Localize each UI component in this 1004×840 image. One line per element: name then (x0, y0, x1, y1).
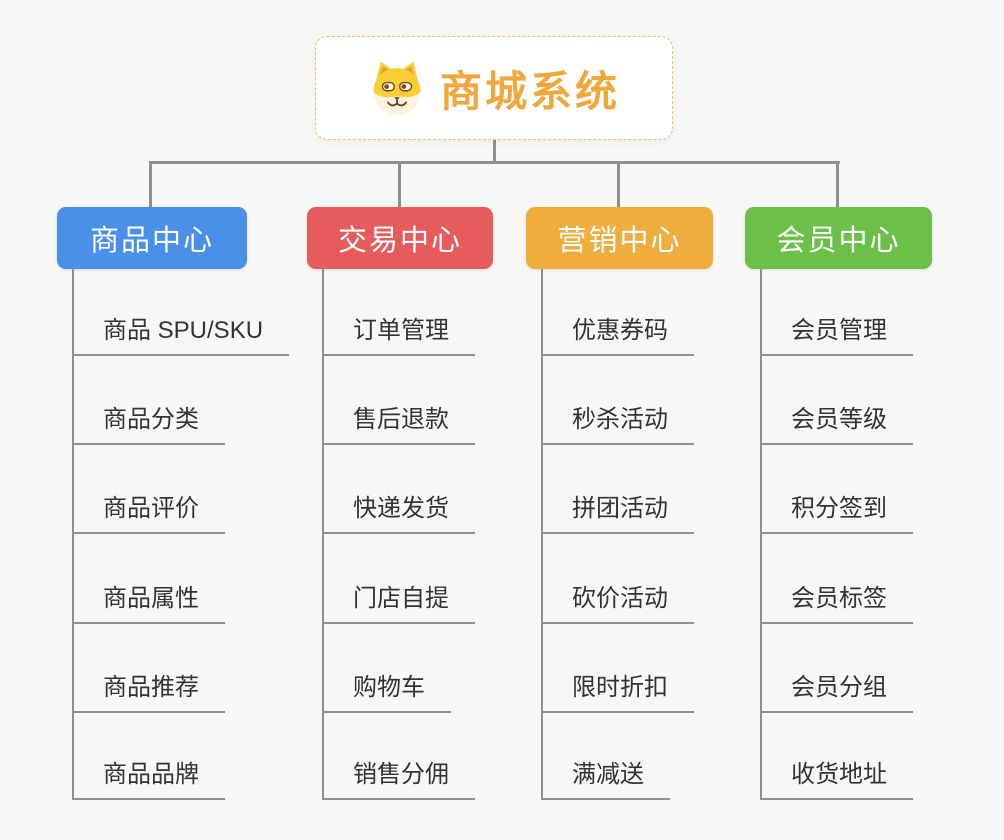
connector-root-stem (493, 140, 496, 162)
subnode[interactable]: 销售分佣 (323, 758, 475, 800)
branch-spine (72, 269, 74, 800)
branch-trade-center: 交易中心 订单管理 售后退款 快递发货 门店自提 购物车 销售分佣 (307, 207, 493, 800)
branch-marketing-center: 营销中心 优惠券码 秒杀活动 拼团活动 砍价活动 限时折扣 满减送 (526, 207, 713, 800)
branch-node-member-center[interactable]: 会员中心 (745, 207, 932, 269)
subnode[interactable]: 限时折扣 (542, 671, 694, 713)
connector-drop-member (836, 161, 839, 207)
subnode[interactable]: 拼团活动 (542, 492, 694, 534)
subnode[interactable]: 快递发货 (323, 492, 475, 534)
branch-member-center: 会员中心 会员管理 会员等级 积分签到 会员标签 会员分组 收货地址 (745, 207, 932, 800)
connector-bus (149, 161, 840, 164)
connector-drop-marketing (617, 161, 620, 207)
subnode[interactable]: 商品 SPU/SKU (73, 314, 290, 356)
root-title: 商城系统 (439, 67, 620, 115)
subnode[interactable]: 满减送 (542, 758, 670, 800)
subnode[interactable]: 商品属性 (73, 582, 225, 624)
branch-node-trade-center[interactable]: 交易中心 (307, 207, 493, 269)
subnode[interactable]: 会员等级 (761, 403, 913, 445)
subnode[interactable]: 秒杀活动 (542, 403, 694, 445)
subnode[interactable]: 商品品牌 (73, 758, 225, 800)
subnode[interactable]: 售后退款 (323, 403, 475, 445)
subnode[interactable]: 积分签到 (761, 492, 913, 534)
branch-spine (322, 269, 324, 800)
subnode[interactable]: 砍价活动 (542, 582, 694, 624)
subnode[interactable]: 门店自提 (323, 582, 475, 624)
branch-product-center: 商品中心 商品 SPU/SKU 商品分类 商品评价 商品属性 商品推荐 商品品牌 (57, 207, 290, 800)
root-node[interactable]: 商城系统 (315, 36, 673, 140)
subnode[interactable]: 会员分组 (761, 671, 913, 713)
subnode[interactable]: 商品分类 (73, 403, 225, 445)
subnode[interactable]: 商品推荐 (73, 671, 225, 713)
dog-face-icon (373, 61, 421, 116)
subnode[interactable]: 收货地址 (761, 758, 913, 800)
subnode[interactable]: 优惠券码 (542, 314, 694, 356)
subnode[interactable]: 订单管理 (323, 314, 475, 356)
branch-node-marketing-center[interactable]: 营销中心 (526, 207, 713, 269)
subnode[interactable]: 会员标签 (761, 582, 913, 624)
subnode[interactable]: 会员管理 (761, 314, 913, 356)
subnode[interactable]: 购物车 (323, 671, 451, 713)
branch-node-product-center[interactable]: 商品中心 (57, 207, 247, 269)
subnode[interactable]: 商品评价 (73, 492, 225, 534)
branch-spine (760, 269, 762, 800)
connector-drop-trade (398, 161, 401, 207)
connector-drop-product (149, 161, 152, 207)
branch-spine (541, 269, 543, 800)
